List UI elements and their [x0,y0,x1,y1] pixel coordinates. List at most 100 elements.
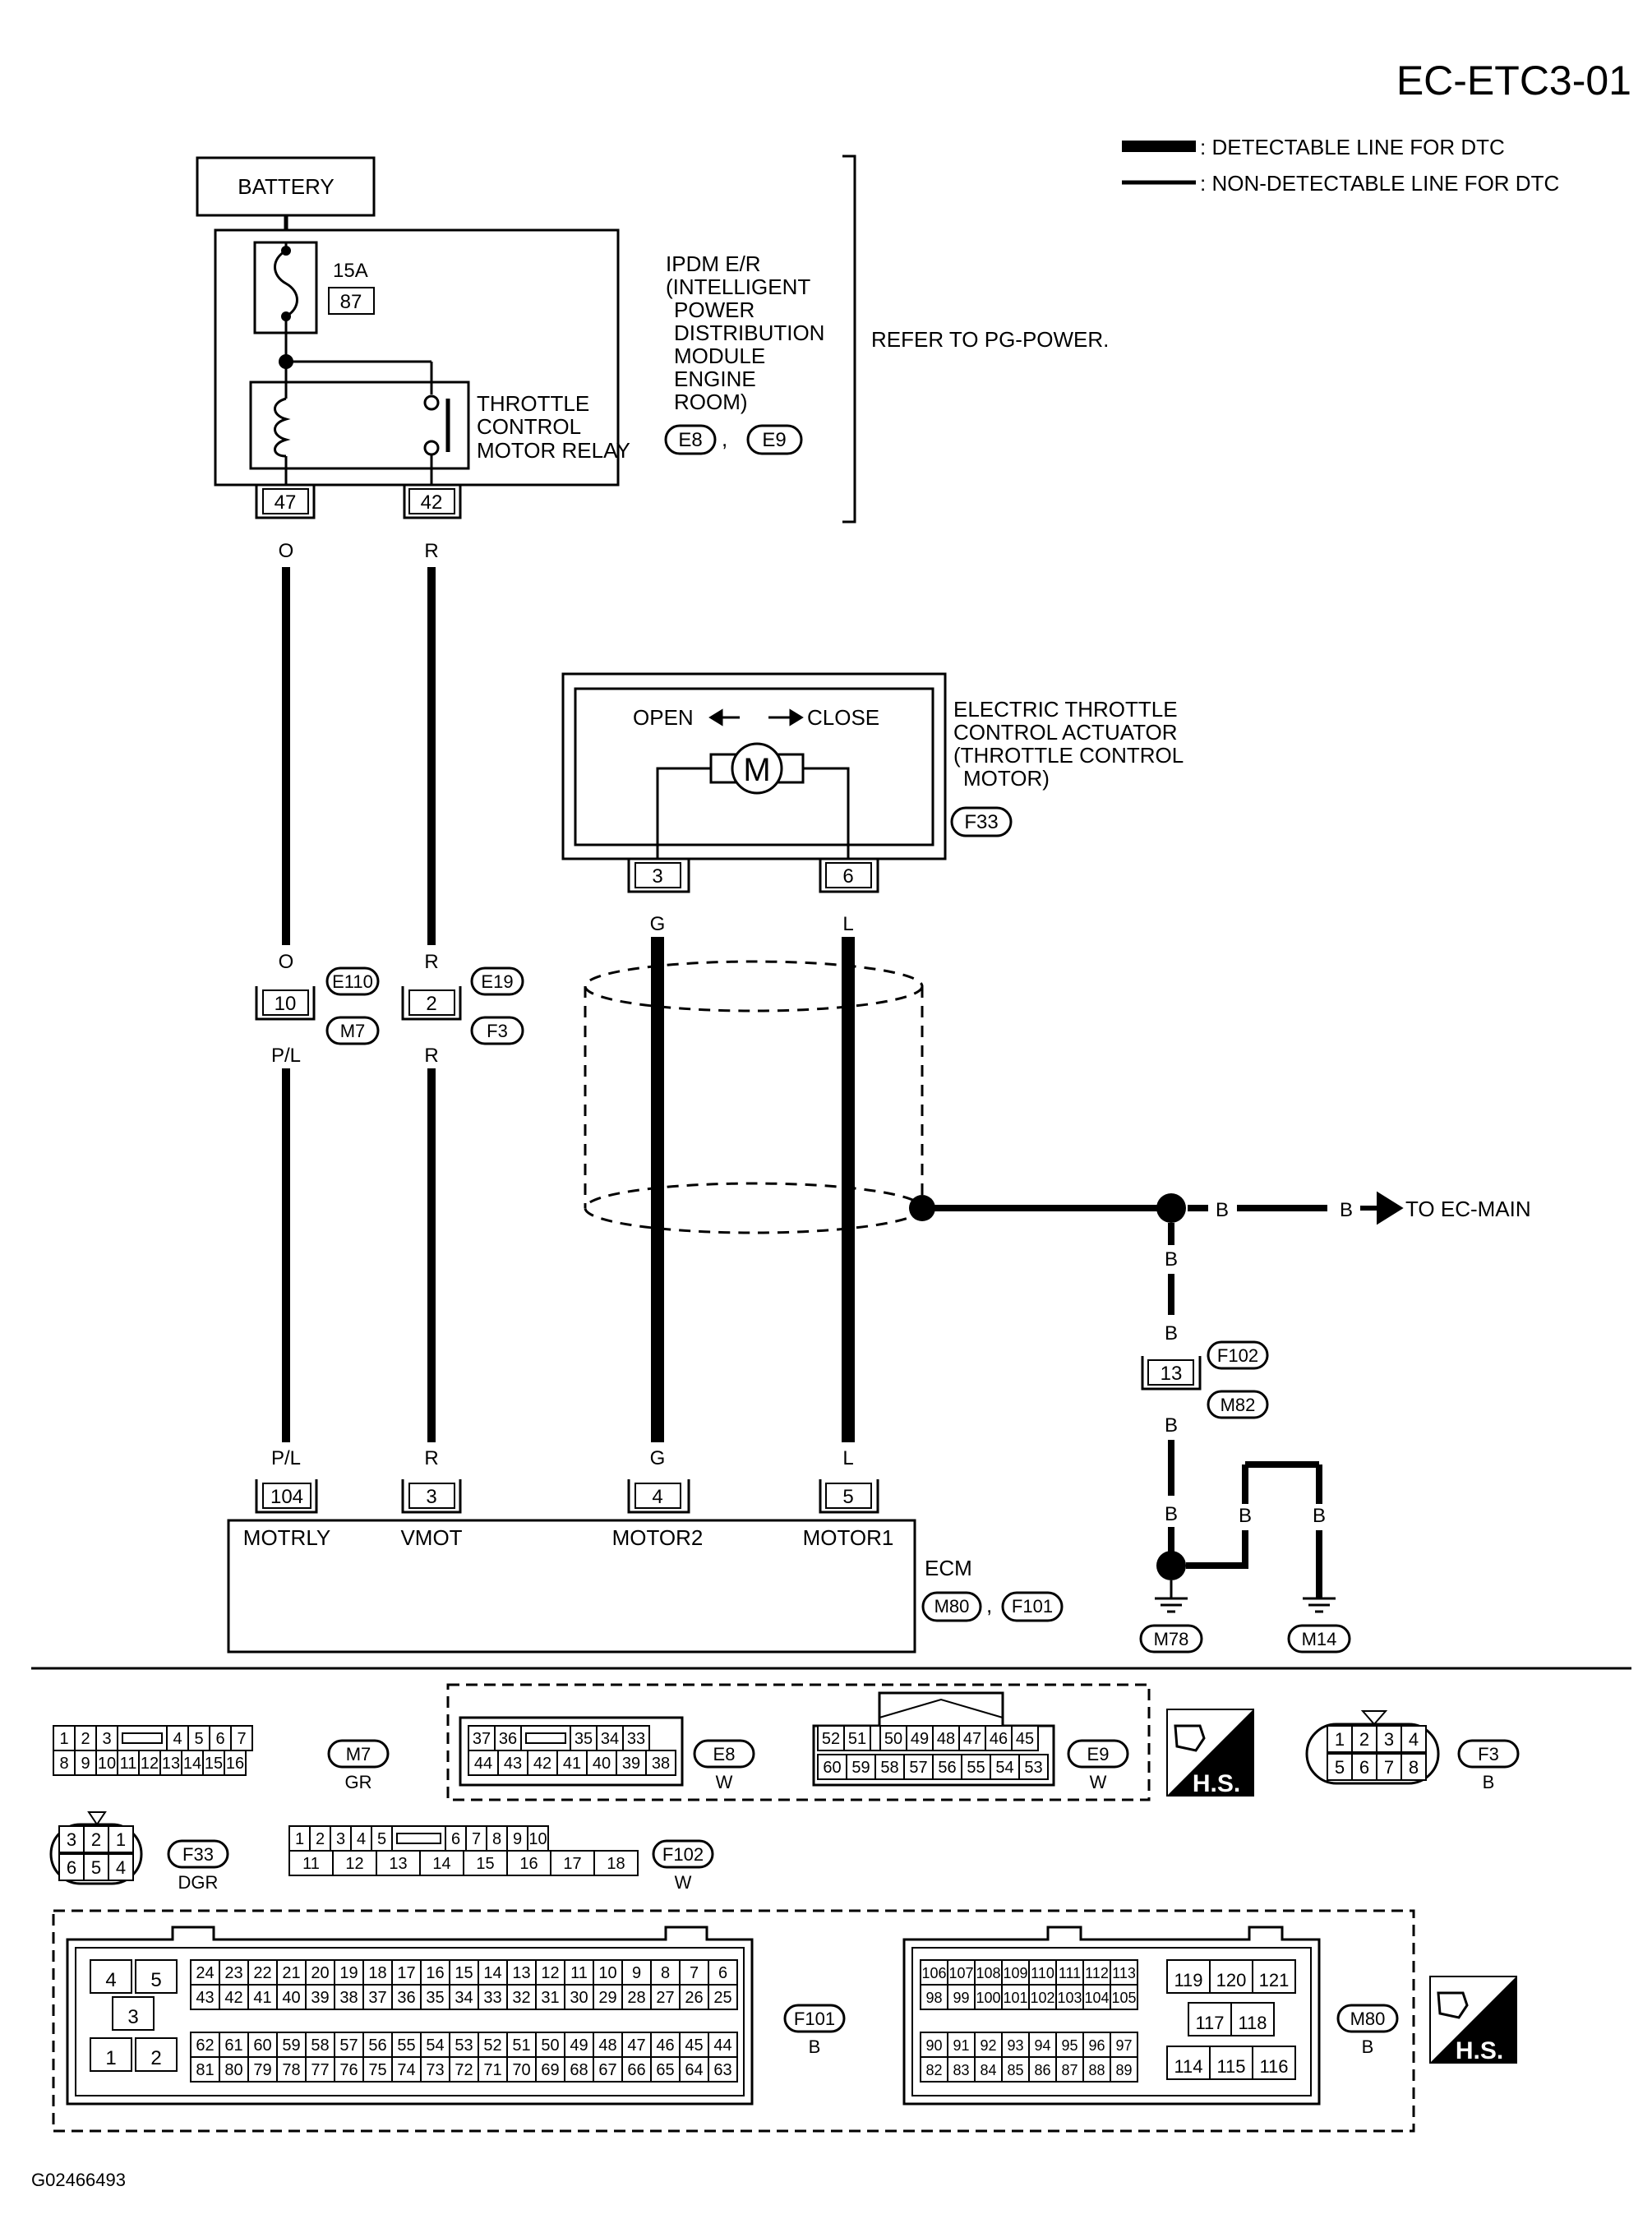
joint1-conn-e110[interactable]: E110 [332,971,373,992]
pin-number: 12 [141,1755,159,1773]
pin-number: 54 [426,2036,444,2055]
pin-cell [288,1825,311,1852]
pin-number: 72 [455,2061,473,2079]
joint3-conn-m82[interactable]: M82 [1221,1395,1256,1415]
pin-number: 86 [1034,2062,1050,2078]
hs-badge: H.S. [1166,1709,1254,1797]
pin-cell [650,1959,681,1986]
pin-cell [224,1750,247,1776]
pin-number: 25 [713,1989,731,2007]
actuator-connector-f33[interactable]: F33 [964,811,998,833]
conn-view-e8[interactable]: E8 [713,1744,736,1764]
ecm-pin-name-motor2: MOTOR2 [612,1525,704,1550]
pin-number: 115 [1216,2056,1245,2077]
conn-view-f33[interactable]: F33 [182,1844,214,1865]
pin-cell [535,1959,565,1986]
pin-cell [593,2032,623,2058]
conn-view-e9[interactable]: E9 [1087,1744,1110,1764]
pin-number: 1 [59,1730,68,1748]
pin-number: 81 [196,2061,214,2079]
pin-cell [276,1984,307,2010]
ecm-pin-name-motor1: MOTOR1 [803,1525,894,1550]
actuator-open-label: OPEN [633,705,694,730]
pin-number: 13 [512,1964,530,1982]
ecm-pin-3: 3 [401,1479,462,1514]
pin-cell [1082,1984,1111,2010]
pin-cell [550,1850,595,1876]
pin-number: 111 [1059,1965,1081,1981]
wire-color-b-v2: B [1165,1322,1178,1345]
pin-number: 34 [455,1989,473,2007]
pin-number: 38 [339,1989,358,2007]
pin-number: 16 [426,1964,444,1982]
arrow-left-icon [708,708,740,726]
motor-icon [731,742,783,795]
ecm-pin-name-vmot: VMOT [400,1525,462,1550]
ground-m14[interactable]: M14 [1302,1629,1337,1649]
hs-label: H.S. [1456,2037,1503,2064]
pin-cell [874,1754,905,1780]
pin-number: 54 [995,1759,1013,1777]
pin-number: 11 [570,1964,588,1982]
pin-cell [679,1984,709,2010]
ecm-connector-m80[interactable]: M80 [934,1596,970,1617]
pin-cell [247,1959,278,1986]
conn-view-f3-color: B [1483,1772,1495,1792]
key-slot [525,1732,566,1744]
ipdm-connector-e8[interactable]: E8 [678,429,702,451]
pin-number: 9 [632,1964,641,1982]
pin-number: 1 [116,1829,126,1850]
pin-number: 2 [91,1829,101,1850]
pin-cell [932,1725,960,1751]
ipdm-connector-e9[interactable]: E9 [762,429,786,451]
pin-number: 63 [713,2061,731,2079]
conn-view-f101-color: B [809,2036,821,2057]
joint3-conn-f102[interactable]: F102 [1217,1345,1258,1366]
pin-number: 33 [483,1989,501,2007]
pin-cell [985,1725,1013,1751]
conn-view-f102[interactable]: F102 [662,1844,704,1865]
pin-number: 60 [823,1759,841,1777]
pin-number: 18 [607,1855,625,1873]
ecm-connector-f101[interactable]: F101 [1012,1596,1053,1617]
pin-number: 53 [1024,1759,1042,1777]
pin-cell [463,1850,508,1876]
pin-number: 45 [685,2036,703,2055]
pin-number: 18 [368,1964,386,1982]
pin-number: 88 [1088,2062,1105,2078]
ecm-box [227,1519,916,1654]
pin-cell [420,1984,450,2010]
pin-number: 64 [685,2061,703,2079]
joint2-conn-f3[interactable]: F3 [487,1021,508,1041]
conn-view-f101[interactable]: F101 [794,2009,835,2029]
conn-view-m80[interactable]: M80 [1350,2009,1386,2029]
wire-color-g-top: G [650,913,666,935]
pin-number: 58 [311,2036,329,2055]
to-ec-main-label[interactable]: TO EC-MAIN [1405,1197,1531,1221]
pin-cell [1028,2032,1057,2058]
svg-text:4: 4 [652,1486,662,1508]
ground-m78[interactable]: M78 [1154,1629,1189,1649]
actuator-label: ELECTRIC THROTTLE CONTROL ACTUATOR (THRO… [953,697,1184,791]
pin-number: 28 [627,1989,645,2007]
wire-color-o-mid: O [279,951,294,973]
pin-cell [506,2032,537,2058]
svg-text:DISTRIBUTION: DISTRIBUTION [674,321,824,345]
pin-number: 45 [1016,1730,1034,1748]
pin-number: 62 [196,2036,214,2055]
pin-number: 77 [311,2061,329,2079]
pin-number: 42 [224,1989,242,2007]
pin-cell [90,1959,132,1994]
pin-number: 98 [925,1990,942,2006]
pin-cell [1376,1753,1402,1781]
pin-cell [1230,2002,1275,2036]
joint2-conn-e19[interactable]: E19 [481,971,513,992]
pin-number: 15 [205,1755,223,1773]
conn-view-m7[interactable]: M7 [346,1744,371,1764]
joint1-conn-m7[interactable]: M7 [340,1021,366,1041]
conn-view-f3[interactable]: F3 [1478,1744,1499,1764]
pin-cell [90,2037,132,2072]
pin-cell [593,1984,623,2010]
conn-view-f33-color: DGR [178,1872,219,1893]
wire-color-b-v3: B [1165,1414,1178,1437]
